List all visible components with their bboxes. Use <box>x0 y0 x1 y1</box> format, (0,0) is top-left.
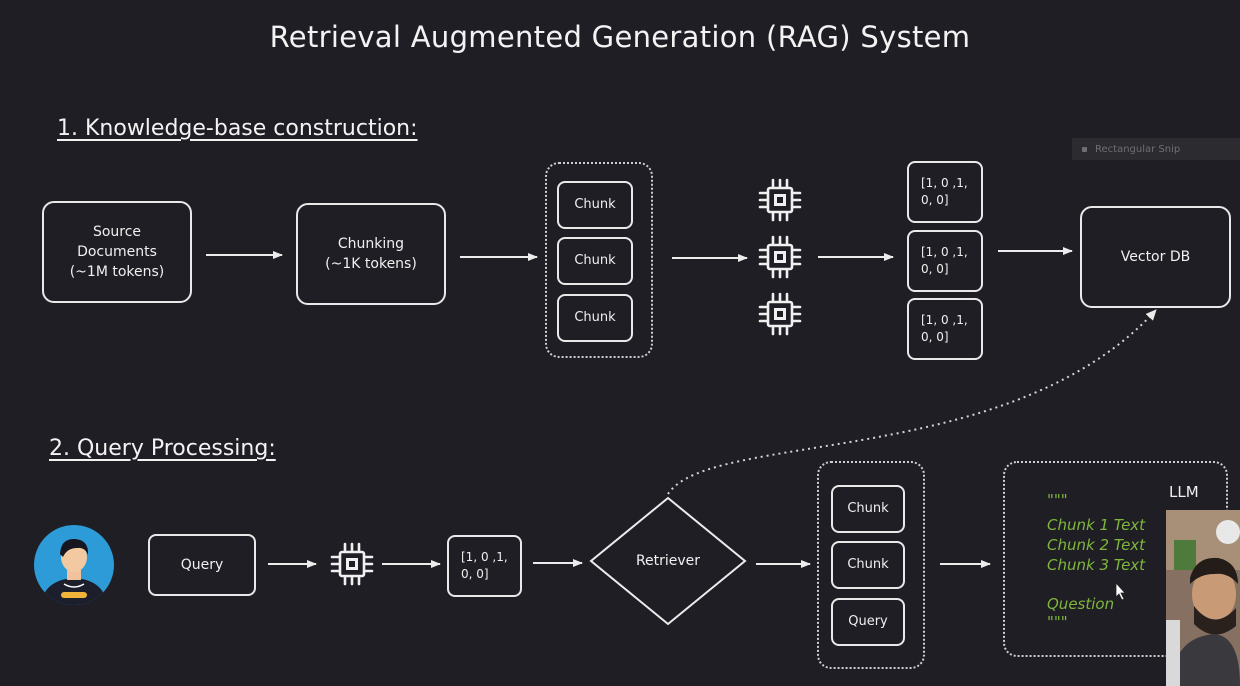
chunking-box: Chunking (~1K tokens) <box>296 203 446 305</box>
embedding-vector-3: [1, 0 ,1, 0, 0] <box>907 298 983 360</box>
query-box: Query <box>148 534 256 596</box>
section-heading-query-processing: 2. Query Processing: <box>49 436 276 461</box>
chip-icon <box>330 542 374 586</box>
snip-tooltip-label: Rectangular Snip <box>1095 143 1181 155</box>
prompt-chunk-1-text: Chunk 1 Text <box>1047 516 1146 534</box>
snip-tooltip[interactable]: Rectangular Snip <box>1072 138 1240 160</box>
retrieved-query: Query <box>831 598 905 646</box>
presenter-webcam <box>1166 510 1240 686</box>
chunk-box-3: Chunk <box>557 294 633 342</box>
retriever-label: Retriever <box>635 553 701 569</box>
retrieved-chunk-2: Chunk <box>831 541 905 589</box>
vector-db-box: Vector DB <box>1080 206 1231 308</box>
dotted-retriever-to-db <box>667 309 1157 495</box>
chip-icon <box>758 178 802 222</box>
source-documents-box: Source Documents (~1M tokens) <box>42 201 192 303</box>
chunks-group <box>545 162 653 358</box>
prompt-close-marker: """ <box>1047 613 1068 631</box>
chunk-box-2: Chunk <box>557 237 633 285</box>
prompt-chunk-2-text: Chunk 2 Text <box>1047 536 1146 554</box>
embedding-vector-2: [1, 0 ,1, 0, 0] <box>907 230 983 292</box>
user-avatar-icon <box>33 524 115 606</box>
prompt-question-text: Question <box>1047 595 1115 613</box>
page-title: Retrieval Augmented Generation (RAG) Sys… <box>269 20 971 54</box>
retriever-diamond <box>589 496 747 626</box>
retrieved-chunk-1: Chunk <box>831 485 905 533</box>
chip-icon <box>758 292 802 336</box>
query-embedding-vector: [1, 0 ,1, 0, 0] <box>447 535 522 597</box>
chip-icon <box>758 235 802 279</box>
retrieved-context-group <box>817 461 925 669</box>
snip-icon <box>1082 146 1087 152</box>
embedding-vector-1: [1, 0 ,1, 0, 0] <box>907 161 983 223</box>
mouse-cursor-icon <box>1115 581 1126 601</box>
section-heading-knowledge-base: 1. Knowledge-base construction: <box>57 116 418 141</box>
chunk-box-1: Chunk <box>557 181 633 229</box>
llm-label: LLM <box>1169 483 1199 501</box>
prompt-chunk-3-text: Chunk 3 Text <box>1047 556 1146 574</box>
prompt-open-marker: """ <box>1047 491 1068 509</box>
